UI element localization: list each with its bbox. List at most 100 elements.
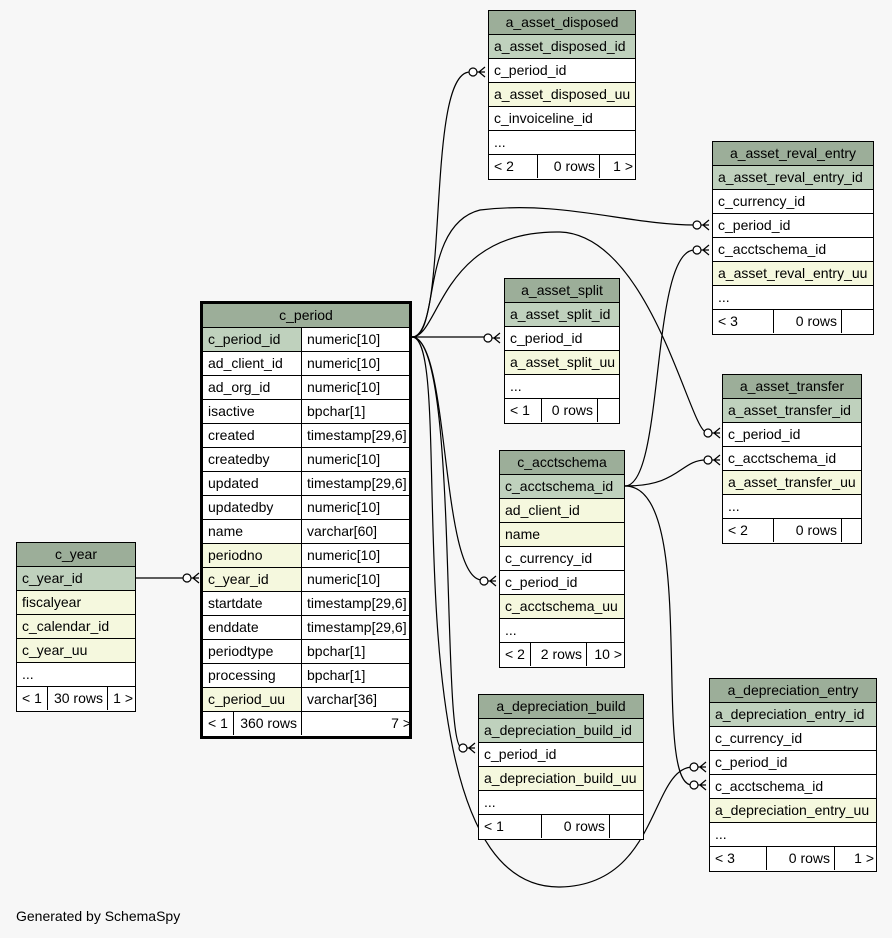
column-row[interactable]: ... bbox=[489, 131, 635, 155]
column-row[interactable]: a_asset_disposed_id bbox=[489, 35, 635, 59]
column-row[interactable]: c_period_id bbox=[500, 571, 624, 595]
parent-count[interactable]: < 1 bbox=[208, 715, 228, 731]
column-row[interactable]: c_acctschema_uu bbox=[500, 595, 624, 619]
row-count[interactable]: 0 rows bbox=[541, 815, 609, 838]
parent-count[interactable]: < 2 bbox=[728, 522, 748, 538]
child-count[interactable]: 1 > bbox=[107, 687, 137, 710]
column-row[interactable]: a_depreciation_entry_uu bbox=[710, 799, 876, 823]
column-row[interactable]: ... bbox=[713, 286, 873, 310]
table-header[interactable]: a_depreciation_entry bbox=[710, 679, 876, 703]
column-row[interactable]: c_currency_id bbox=[710, 727, 876, 751]
table-header[interactable]: a_asset_disposed bbox=[489, 11, 635, 35]
column-row[interactable]: c_acctschema_id bbox=[710, 775, 876, 799]
column-row[interactable]: a_asset_transfer_id bbox=[723, 399, 861, 423]
parent-count[interactable]: < 3 bbox=[715, 850, 735, 866]
column-row[interactable]: a_asset_split_id bbox=[505, 303, 619, 327]
column-row[interactable]: c_period_id bbox=[723, 423, 861, 447]
column-row[interactable]: ... bbox=[723, 495, 861, 519]
column-row[interactable]: c_period_id bbox=[479, 743, 643, 767]
child-count[interactable] bbox=[597, 399, 621, 422]
column-row[interactable]: c_currency_id bbox=[500, 547, 624, 571]
column-row[interactable]: c_period_id bbox=[489, 59, 635, 83]
column-row[interactable]: c_acctschema_id bbox=[500, 475, 624, 499]
column-row[interactable]: ... bbox=[710, 823, 876, 847]
column-row[interactable]: fiscalyear bbox=[17, 591, 135, 615]
child-count[interactable]: 7 > bbox=[301, 712, 415, 735]
column-row[interactable]: c_period_id bbox=[505, 327, 619, 351]
row-count[interactable]: 0 rows bbox=[773, 310, 841, 333]
column-row[interactable]: c_acctschema_id bbox=[723, 447, 861, 471]
column-row[interactable]: a_asset_reval_entry_id bbox=[713, 166, 873, 190]
column-row[interactable]: name bbox=[500, 523, 624, 547]
parent-count[interactable]: < 1 bbox=[484, 818, 504, 834]
parent-count[interactable]: < 3 bbox=[718, 313, 738, 329]
column-row[interactable]: a_asset_reval_entry_uu bbox=[713, 262, 873, 286]
column-row[interactable]: a_asset_split_uu bbox=[505, 351, 619, 375]
column-row[interactable]: ... bbox=[505, 375, 619, 399]
column-row[interactable]: c_acctschema_id bbox=[713, 238, 873, 262]
column-row[interactable]: c_calendar_id bbox=[17, 615, 135, 639]
child-count[interactable]: 10 > bbox=[586, 643, 626, 666]
column-row[interactable]: ... bbox=[500, 619, 624, 643]
row-count[interactable]: 0 rows bbox=[773, 519, 841, 542]
table-header[interactable]: a_asset_transfer bbox=[723, 375, 861, 399]
row-count[interactable]: 0 rows bbox=[541, 399, 597, 422]
parent-count[interactable]: < 2 bbox=[494, 158, 514, 174]
table-header[interactable]: c_period bbox=[203, 304, 409, 328]
column-row[interactable]: a_depreciation_build_id bbox=[479, 719, 643, 743]
child-count[interactable]: 1 > bbox=[599, 155, 637, 178]
table-header[interactable]: a_depreciation_build bbox=[479, 695, 643, 719]
column-row[interactable]: c_invoiceline_id bbox=[489, 107, 635, 131]
child-count[interactable] bbox=[609, 815, 645, 838]
child-count[interactable] bbox=[841, 310, 875, 333]
row-count[interactable]: 30 rows bbox=[47, 687, 107, 710]
child-count[interactable] bbox=[841, 519, 863, 542]
column-row[interactable]: a_depreciation_build_uu bbox=[479, 767, 643, 791]
table-header[interactable]: a_asset_split bbox=[505, 279, 619, 303]
column-row[interactable]: ... bbox=[479, 791, 643, 815]
parent-count[interactable]: < 1 bbox=[22, 690, 42, 706]
row-count[interactable]: 0 rows bbox=[537, 155, 599, 178]
column-row[interactable]: c_year_uu bbox=[17, 639, 135, 663]
parent-count[interactable]: < 2 bbox=[505, 646, 525, 662]
table-header[interactable]: a_asset_reval_entry bbox=[713, 142, 873, 166]
parent-count[interactable]: < 1 bbox=[510, 402, 530, 418]
child-count[interactable]: 1 > bbox=[834, 847, 878, 870]
column-row[interactable]: c_currency_id bbox=[713, 190, 873, 214]
column-row[interactable]: a_asset_transfer_uu bbox=[723, 471, 861, 495]
row-count[interactable]: 2 rows bbox=[530, 643, 586, 666]
column-row[interactable]: a_asset_disposed_uu bbox=[489, 83, 635, 107]
row-count[interactable]: 0 rows bbox=[766, 847, 834, 870]
column-row[interactable]: a_depreciation_entry_id bbox=[710, 703, 876, 727]
column-row[interactable]: c_year_id bbox=[17, 567, 135, 591]
column-row[interactable]: ... bbox=[17, 663, 135, 687]
table-header[interactable]: c_year bbox=[17, 543, 135, 567]
table-header[interactable]: c_acctschema bbox=[500, 451, 624, 475]
column-row[interactable]: c_period_id bbox=[713, 214, 873, 238]
